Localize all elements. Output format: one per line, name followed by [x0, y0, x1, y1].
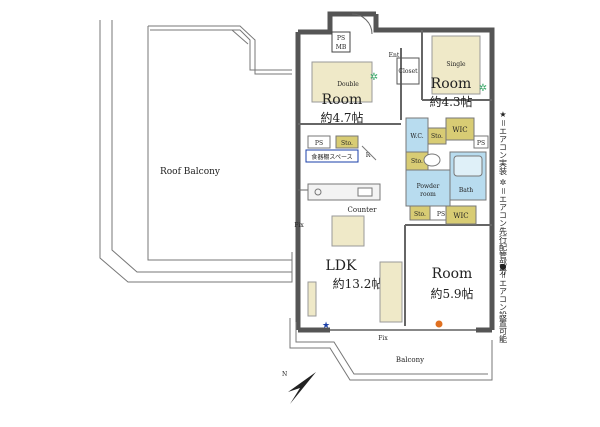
wic-1-label: WIC: [452, 126, 467, 134]
powder-label-1: Powder: [417, 183, 440, 190]
counter-label: Counter: [348, 206, 378, 214]
ldk-name: LDK: [326, 258, 358, 274]
room-a-size: 約4.7帖: [320, 110, 363, 125]
wic-1: [445, 117, 475, 141]
stove: [314, 188, 322, 196]
roof-balcony-label: Roof Balcony: [160, 167, 221, 177]
room-c-size: 約5.9帖: [430, 286, 473, 301]
r-label: R: [366, 152, 371, 159]
balcony-area: Balcony: [289, 318, 493, 381]
ps-2-box: [307, 135, 331, 149]
legend-item-2: ✲＝エアコン先行配管部分: [499, 178, 508, 276]
mb-label: MB: [336, 44, 347, 51]
double-bed: [311, 61, 373, 103]
sto-2-label: Sto.: [341, 140, 353, 147]
entrance-label: Ent: [389, 52, 400, 59]
fix-label-2: Fix: [378, 335, 388, 342]
north-label: N: [282, 371, 287, 378]
wic-2: [445, 205, 477, 225]
single-bed: [431, 35, 481, 95]
wc-label: W.C.: [410, 133, 423, 140]
washbasin: [423, 153, 441, 167]
compass-icon: [288, 372, 316, 404]
roof-balcony-area: Roof Balcony: [99, 20, 293, 283]
single-bed-label: Single: [446, 61, 466, 68]
bath-label: Bath: [459, 187, 473, 194]
snow-icon: ✲: [370, 72, 378, 83]
balcony-label: Balcony: [396, 356, 424, 364]
pantry-space: [305, 149, 359, 163]
snow-icon-2: ✲: [479, 83, 487, 94]
sofa: [379, 261, 403, 323]
tv-board: [307, 281, 317, 317]
sto-3-label: Sto.: [411, 158, 423, 165]
sink: [357, 187, 373, 197]
ps-2-label: PS: [315, 140, 323, 147]
legend: ★＝エアコン実装 ✲＝エアコン先行配管部分 ●＝エアコン設置可能: [499, 110, 508, 344]
closet-label: Closet: [398, 68, 418, 75]
powder-room: [405, 169, 451, 207]
ps-label: PS: [337, 35, 345, 42]
pantry-label: 食器棚スペース: [311, 153, 352, 161]
star-icon: ★: [322, 321, 330, 331]
ps-mb-box: [331, 31, 351, 53]
ps-3-label: PS: [437, 211, 445, 218]
closet-box: [396, 57, 420, 85]
powder-label-2: room: [420, 191, 436, 198]
room-b-size: 約4.3帖: [429, 94, 472, 109]
wic-2-label: WIC: [453, 212, 468, 220]
room-b-name: Room: [431, 76, 472, 92]
room-c-name: Room: [432, 266, 473, 282]
sto-1-label: Sto.: [431, 133, 443, 140]
ps-1-label: PS: [477, 140, 485, 147]
sto-4-label: Sto.: [414, 211, 426, 218]
bathtub: [453, 155, 483, 177]
legend-item-3: ●＝エアコン設置可能: [499, 262, 508, 344]
double-bed-label: Double: [337, 81, 359, 88]
room-a-name: Room: [322, 92, 363, 108]
dining-table: [331, 215, 365, 247]
dot-icon: [435, 320, 443, 328]
legend-item-1: ★＝エアコン実装: [499, 110, 508, 176]
fix-label-1: Fix: [294, 222, 304, 229]
north-arrow: N: [282, 371, 316, 404]
sto-kitchen: [335, 135, 359, 149]
ldk-size: 約13.2帖: [333, 276, 384, 291]
ps-1-box: [473, 135, 489, 149]
